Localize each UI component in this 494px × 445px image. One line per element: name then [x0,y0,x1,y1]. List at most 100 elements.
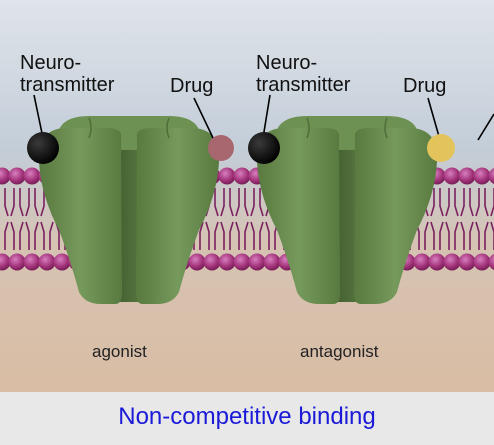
neurotransmitter-label-line2: transmitter [256,74,351,96]
receptor-seam [306,117,310,139]
lipid-tail [40,188,45,217]
lipid-tail [439,221,444,250]
lipid-tail [460,188,465,217]
diagram-canvas [0,0,494,392]
lipid-tail [454,221,459,250]
lipid-tail [439,188,444,217]
lipid-tail [265,221,270,250]
lipid-tail [244,221,249,250]
drug-molecule-antagonist [427,134,455,162]
lipid-head [203,253,221,271]
lipid-tail [40,221,45,250]
lipid-tail [49,221,54,250]
lipid-head [23,167,41,185]
lipid-tail [229,221,234,250]
lipid-tail [430,221,435,250]
lipid-head [473,253,491,271]
lipid-tail [205,221,210,250]
lipid-tail [484,221,489,250]
lipid-tail [10,188,15,217]
neurotransmitter-label-line1: Neuro- [256,52,318,74]
lipid-tail [4,188,9,217]
lipid-tail [430,188,435,217]
agonist-label: agonist [92,342,147,361]
lipid-tail [475,221,480,250]
receptor-seam [384,117,388,139]
neurotransmitter-molecule [27,132,59,164]
lipid-tail [10,221,15,250]
lipid-head [473,167,491,185]
lipid-tail [445,188,450,217]
receptor-seam [88,117,92,139]
antagonist-label: antagonist [300,342,379,361]
lipid-tail [250,221,255,250]
pointer-line [193,97,215,141]
lipid-head [23,253,41,271]
lipid-tail [490,188,494,217]
receptors [27,94,494,304]
lipid-tail [445,221,450,250]
lipid-tail [490,221,494,250]
lipid-head [458,253,476,271]
receptor-subunit-left [38,128,123,304]
lipid-tail [259,188,264,217]
pointer-line [33,94,44,139]
lipid-tail [259,221,264,250]
lipid-head [0,253,11,271]
lipid-tail [199,221,204,250]
lipid-head [0,167,11,185]
lipid-head [8,253,26,271]
lipid-tail [34,188,39,217]
lipid-tail [19,221,24,250]
receptor-subunit-right [353,128,438,304]
receptor-subunit-left [256,128,341,304]
lipid-head [458,167,476,185]
lipid-head [488,254,494,270]
lipid-tail [235,221,240,250]
lipid-tail [19,188,24,217]
lipid-tail [475,188,480,217]
neurotransmitter-label-line1: Neuro- [20,52,82,74]
neurotransmitter-label-antagonist: Neuro- transmitter [256,52,350,96]
caption: Non-competitive binding [0,392,494,445]
lipid-head [488,168,494,184]
lipid-head [443,253,461,271]
lipid-head [413,253,431,271]
lipid-head [233,253,251,271]
lipid-tail [244,188,249,217]
lipid-tail [25,188,30,217]
receptor-antagonist [256,116,438,304]
receptor-subunit-right [135,128,220,304]
neurotransmitter-molecule [248,132,280,164]
lipid-tail [469,221,474,250]
lipid-head [428,253,446,271]
lipid-tail [454,188,459,217]
lipid-tail [34,221,39,250]
lipid-tail [484,188,489,217]
lipid-tail [214,221,219,250]
lipid-tail [220,188,225,217]
lipid-head [218,253,236,271]
lipid-head [263,253,281,271]
lipid-head [53,253,71,271]
lipid-tail [250,188,255,217]
lipid-head [233,167,251,185]
neurotransmitter-label-line2: transmitter [20,74,115,96]
lipid-head [443,167,461,185]
pointer-line [262,94,271,139]
neurotransmitter-label-agonist: Neuro- transmitter [20,52,114,96]
lipid-tail [229,188,234,217]
drug-molecule-agonist [208,135,234,161]
lipid-head [8,167,26,185]
pointer-line [477,113,494,141]
lipid-tail [460,221,465,250]
receptor-diagram: Neuro- transmitter Drug agonist Neuro- t… [0,0,494,392]
lipid-tail [214,188,219,217]
lipid-head [218,167,236,185]
lipid-head [248,253,266,271]
lipid-tail [25,221,30,250]
lipid-tail [424,221,429,250]
receptor-seam [166,117,170,139]
lipid-tail [4,221,9,250]
lipid-tail [469,188,474,217]
